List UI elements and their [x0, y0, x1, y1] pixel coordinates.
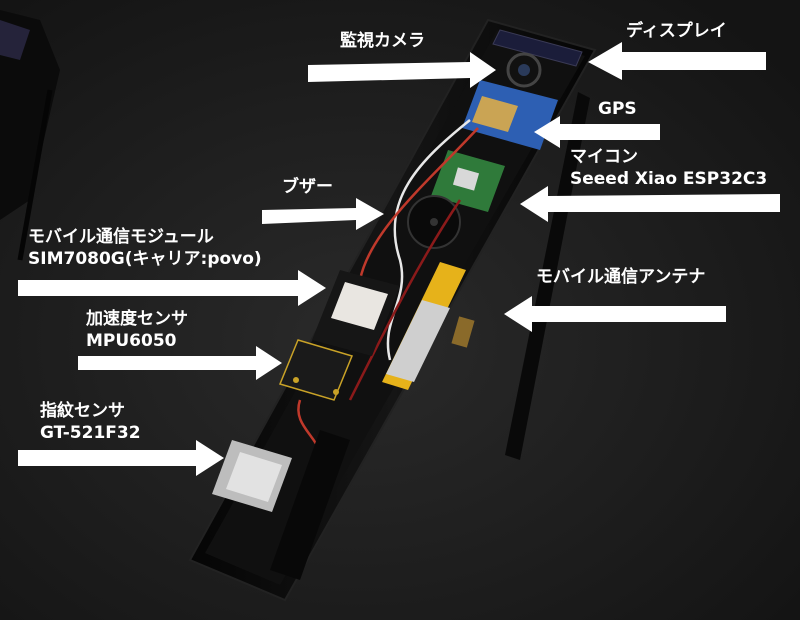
arrow-accelerometer [78, 346, 282, 380]
label-antenna-text: モバイル通信アンテナ [536, 267, 706, 287]
label-modem: モバイル通信モジュール SIM7080G(キャリア:povo) [28, 226, 262, 270]
label-accelerometer-line2: MPU6050 [86, 331, 177, 351]
arrow-fingerprint [18, 440, 224, 476]
label-antenna: モバイル通信アンテナ [536, 266, 705, 288]
label-modem-line2: SIM7080G(キャリア:povo) [28, 249, 262, 269]
fingerprint-sensor [212, 440, 292, 512]
background-device [0, 10, 60, 261]
modem-module [312, 270, 400, 356]
arrow-mcu [520, 186, 780, 222]
label-mcu: マイコン Seeed Xiao ESP32C3 [570, 146, 767, 190]
label-display-text: ディスプレイ [626, 21, 727, 41]
mcu-board [431, 150, 505, 212]
label-buzzer: ブザー [282, 176, 333, 198]
label-accelerometer-line1: 加速度センサ [86, 309, 188, 329]
gps-module [472, 96, 518, 132]
battery [382, 262, 466, 390]
oled-display [492, 29, 583, 67]
label-fingerprint: 指紋センサ GT-521F32 [40, 400, 141, 444]
label-accelerometer: 加速度センサ MPU6050 [86, 308, 188, 352]
label-mcu-line1: マイコン [570, 147, 638, 167]
label-gps: GPS [598, 98, 637, 120]
arrow-gps [534, 116, 660, 148]
label-buzzer-text: ブザー [282, 177, 333, 197]
arrow-modem [18, 270, 326, 306]
label-camera: 監視カメラ [340, 30, 425, 52]
label-display: ディスプレイ [626, 20, 727, 42]
antenna-rod [451, 92, 590, 460]
label-gps-text: GPS [598, 99, 637, 119]
label-modem-line1: モバイル通信モジュール [28, 227, 214, 247]
label-mcu-line2: Seeed Xiao ESP32C3 [570, 169, 768, 189]
battery-holder [270, 430, 350, 580]
label-fingerprint-line2: GT-521F32 [40, 423, 141, 443]
arrow-camera [308, 52, 496, 88]
label-fingerprint-line1: 指紋センサ [40, 401, 125, 421]
buzzer [407, 195, 461, 249]
arrow-antenna [504, 296, 726, 332]
label-camera-text: 監視カメラ [340, 31, 425, 51]
arrow-display [588, 42, 766, 80]
arrow-buzzer [262, 198, 384, 230]
accelerometer-board [278, 339, 354, 401]
